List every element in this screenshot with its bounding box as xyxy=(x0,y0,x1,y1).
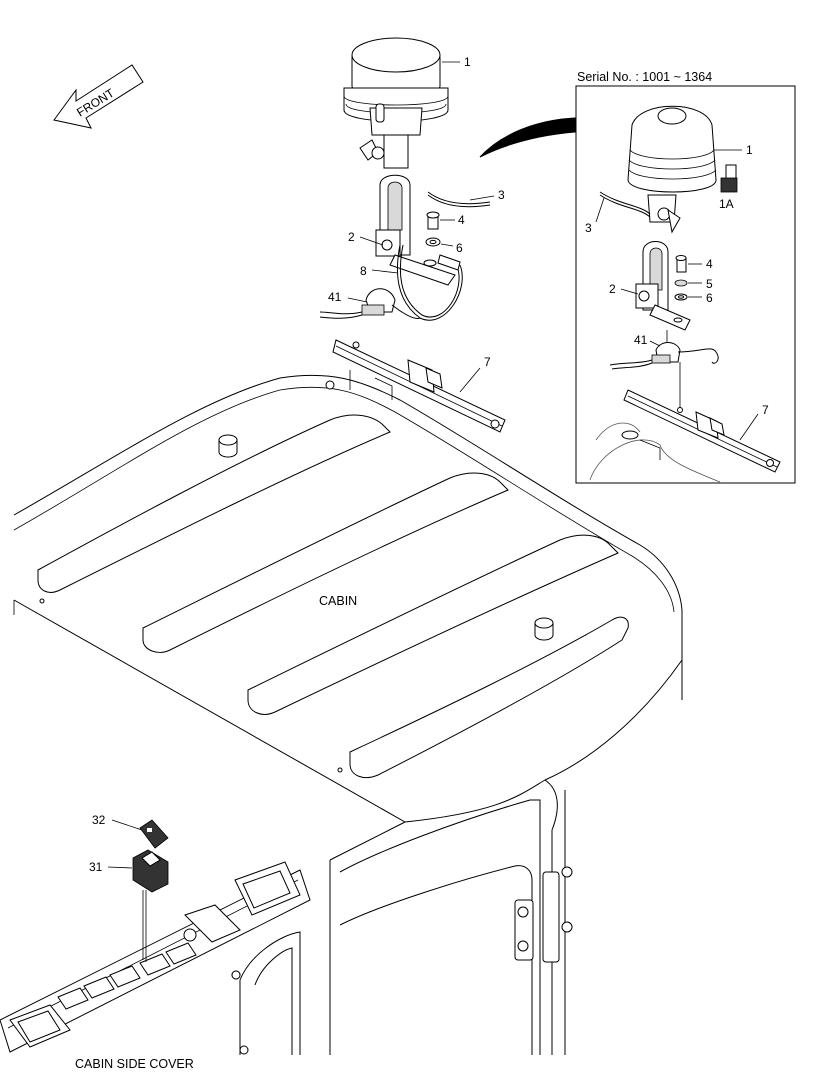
inset-pointer-arrow xyxy=(479,117,576,158)
callout-3: 3 xyxy=(498,188,505,202)
inset-detail: Serial No. : 1001 ~ 1364 xyxy=(575,70,796,484)
callout-41: 41 xyxy=(328,290,342,304)
mounting-plate xyxy=(332,339,506,433)
beacon-lamp xyxy=(343,37,449,169)
serial-label: Serial No. : 1001 ~ 1364 xyxy=(577,70,712,84)
main-callouts: 1 3 4 2 6 8 41 7 32 31 xyxy=(89,55,505,874)
callout-31: 31 xyxy=(89,860,103,874)
callout-32: 32 xyxy=(92,813,106,827)
rocker-switch xyxy=(132,819,169,962)
callout-7: 7 xyxy=(484,355,491,369)
inset-callout-1a: 1A xyxy=(719,197,734,211)
bracket-assembly xyxy=(319,174,491,390)
cabin-body xyxy=(231,790,573,1055)
cabin-roof xyxy=(13,374,683,861)
callout-4: 4 xyxy=(458,213,465,227)
cabin-side-cover xyxy=(0,861,311,1053)
cabin-label: CABIN xyxy=(319,594,357,608)
inset-callout-7: 7 xyxy=(762,403,769,417)
inset-callout-2: 2 xyxy=(609,282,616,296)
cabin-side-cover-label: CABIN SIDE COVER xyxy=(75,1057,194,1071)
inset-callout-6: 6 xyxy=(706,291,713,305)
callout-8: 8 xyxy=(360,264,367,278)
callout-6: 6 xyxy=(456,241,463,255)
inset-callout-4: 4 xyxy=(706,257,713,271)
front-arrow: FRONT xyxy=(53,64,144,129)
callout-2: 2 xyxy=(348,230,355,244)
inset-callout-41: 41 xyxy=(634,333,648,347)
inset-callouts: 1 1A 3 4 5 6 2 41 7 xyxy=(585,143,769,441)
callout-1: 1 xyxy=(464,55,471,69)
inset-callout-1: 1 xyxy=(746,143,753,157)
inset-callout-5: 5 xyxy=(706,277,713,291)
inset-callout-3: 3 xyxy=(585,221,592,235)
